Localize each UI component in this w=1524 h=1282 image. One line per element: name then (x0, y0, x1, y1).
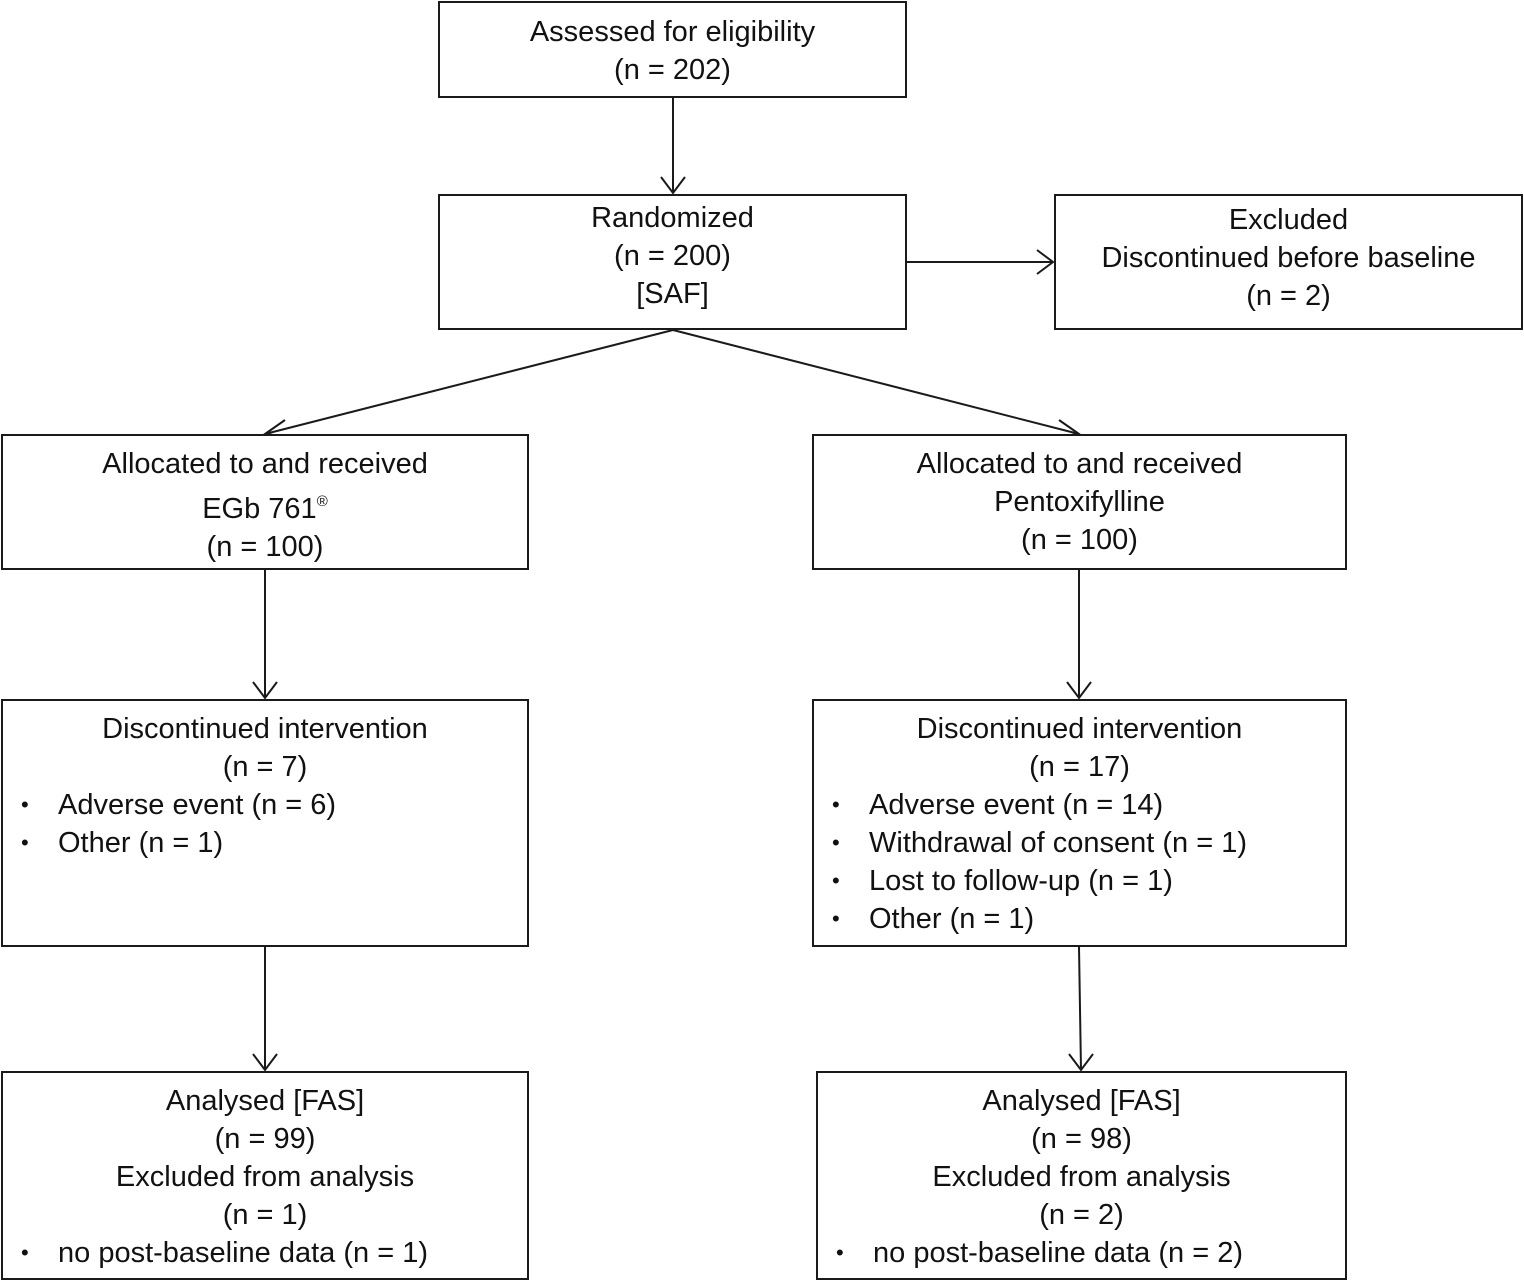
bullet-icon: • (832, 830, 840, 855)
box-title: Analysed [FAS] (982, 1085, 1181, 1117)
list-item-text: Withdrawal of consent (n = 1) (869, 827, 1247, 859)
box-drug: EGb 761® (3, 483, 527, 528)
reason-list: • Adverse event (n = 14) • Withdrawal of c… (814, 786, 1345, 938)
box-count: (n = 200) (614, 240, 731, 272)
list-item: • Adverse event (n = 14) (814, 786, 1345, 824)
box-count: (n = 17) (1029, 751, 1130, 783)
reason-list: • Adverse event (n = 6) • Other (n = 1) (3, 786, 527, 862)
bullet-icon: • (832, 868, 840, 893)
list-item-text: Lost to follow-up (n = 1) (869, 865, 1173, 897)
assessed-for-eligibility-box: Assessed for eligibility (n = 202) (438, 1, 907, 98)
box-drug: Pentoxifylline (994, 486, 1165, 518)
list-item: • Other (n = 1) (3, 824, 527, 862)
bullet-icon: • (836, 1240, 844, 1265)
arrowhead (1036, 249, 1055, 275)
arrowhead (1066, 681, 1092, 700)
arrowhead (1068, 1053, 1094, 1072)
discontinued-egb-box: Discontinued intervention (n = 7) • Adver… (1, 699, 529, 947)
list-item-text: no post-baseline data (n = 2) (873, 1237, 1243, 1269)
arrow-randomized-to-pentoxifylline (672, 329, 1080, 435)
arrow-randomized-to-egb (264, 329, 674, 435)
box-population: [SAF] (636, 278, 709, 310)
box-title: Excluded (1228, 204, 1349, 236)
list-item-text: Adverse event (n = 14) (869, 789, 1164, 821)
list-item: • no post-baseline data (n = 2) (818, 1234, 1345, 1272)
allocated-egb-box: Allocated to and received EGb 761® (n = … (1, 434, 529, 570)
arrow-ptx-discontinued-to-analysed (1078, 946, 1082, 1071)
list-item-text: Other (n = 1) (58, 827, 224, 859)
list-item-text: no post-baseline data (n = 1) (58, 1237, 428, 1269)
bullet-icon: • (21, 792, 29, 817)
list-item: • Other (n = 1) (814, 900, 1345, 938)
box-count: (n = 100) (206, 531, 324, 563)
reason-list: • no post-baseline data (n = 1) (3, 1234, 527, 1272)
bullet-icon: • (832, 792, 840, 817)
bullet-icon: • (21, 1240, 29, 1265)
box-reason: Discontinued before baseline (1101, 242, 1476, 274)
box-title: Analysed [FAS] (165, 1085, 365, 1117)
box-count: (n = 98) (1031, 1123, 1132, 1155)
drug-name: EGb 761 (202, 493, 317, 525)
randomized-box: Randomized (n = 200) [SAF] (438, 194, 907, 330)
box-title: Discontinued intervention (102, 713, 428, 745)
list-item-text: Other (n = 1) (869, 903, 1035, 935)
bullet-icon: • (21, 830, 29, 855)
list-item: • Lost to follow-up (n = 1) (814, 862, 1345, 900)
box-title: Discontinued intervention (916, 713, 1243, 745)
box-count: (n = 202) (614, 54, 731, 86)
allocated-pentoxifylline-box: Allocated to and received Pentoxifylline… (812, 434, 1347, 570)
box-excluded-count: (n = 2) (1039, 1199, 1124, 1231)
reason-list: • no post-baseline data (n = 2) (818, 1234, 1345, 1272)
box-subtitle: Excluded from analysis (932, 1161, 1231, 1193)
list-item: • no post-baseline data (n = 1) (3, 1234, 527, 1272)
box-title: Assessed for eligibility (529, 16, 816, 48)
box-title: Allocated to and received (916, 448, 1243, 480)
list-item: • Withdrawal of consent (n = 1) (814, 824, 1345, 862)
arrowhead (252, 681, 278, 700)
list-item-text: Adverse event (n = 6) (58, 789, 337, 821)
bullet-icon: • (832, 906, 840, 931)
arrowhead (252, 1053, 278, 1072)
discontinued-pentoxifylline-box: Discontinued intervention (n = 17) • Adve… (812, 699, 1347, 947)
analysed-egb-box: Analysed [FAS] (n = 99) Excluded from an… (1, 1071, 529, 1280)
box-count: (n = 7) (222, 751, 308, 783)
analysed-pentoxifylline-box: Analysed [FAS] (n = 98) Excluded from an… (816, 1071, 1347, 1280)
list-item: • Adverse event (n = 6) (3, 786, 527, 824)
box-count: (n = 100) (1021, 524, 1138, 556)
box-title: Randomized (591, 202, 754, 234)
box-count: (n = 99) (214, 1123, 316, 1155)
registered-mark: ® (316, 493, 328, 510)
box-excluded-count: (n = 1) (222, 1199, 308, 1231)
box-title: Allocated to and received (102, 448, 428, 480)
box-count: (n = 2) (1246, 280, 1331, 312)
box-subtitle: Excluded from analysis (115, 1161, 415, 1193)
excluded-box: Excluded Discontinued before baseline (n… (1054, 194, 1523, 330)
arrowhead (660, 176, 686, 195)
